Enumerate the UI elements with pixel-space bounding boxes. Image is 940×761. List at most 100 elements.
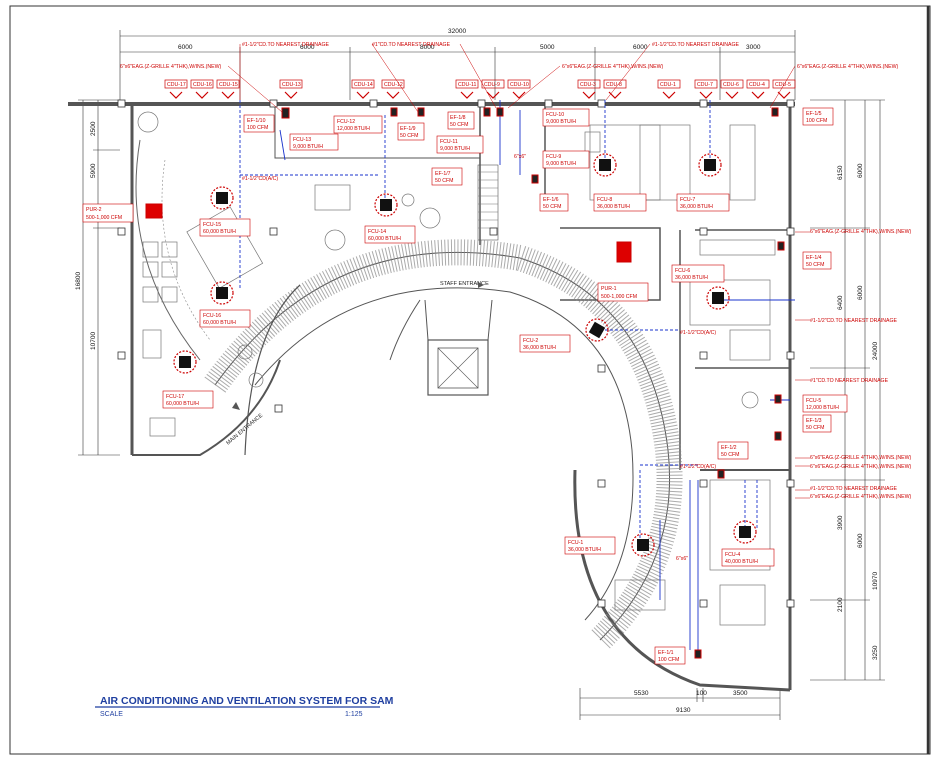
pur-2-symbol bbox=[145, 203, 163, 219]
scale-value: 1:125 bbox=[345, 711, 363, 718]
cdu-4: CDU-4 bbox=[746, 79, 770, 99]
svg-text:9,000 BTU/H: 9,000 BTU/H bbox=[440, 146, 470, 152]
svg-text:50 CFM: 50 CFM bbox=[400, 133, 418, 139]
svg-text:50 CFM: 50 CFM bbox=[435, 178, 453, 184]
fcu-2-symbol bbox=[585, 318, 609, 342]
svg-text:FCU-15: FCU-15 bbox=[203, 222, 221, 228]
svg-text:50 CFM: 50 CFM bbox=[721, 452, 739, 458]
fcu-1-symbol bbox=[631, 533, 655, 557]
svg-text:PUR-2: PUR-2 bbox=[86, 207, 102, 213]
dim-right-9: 2100 bbox=[837, 597, 844, 612]
svg-text:FCU-16: FCU-16 bbox=[203, 313, 221, 319]
dim-top-inner: 6000 bbox=[633, 44, 648, 51]
svg-text:9,000 BTU/H: 9,000 BTU/H bbox=[546, 161, 576, 167]
label-fcu-5: FCU-512,000 BTU/H bbox=[802, 394, 848, 413]
svg-text:FCU-2: FCU-2 bbox=[523, 338, 538, 344]
dim-left-3: 10700 bbox=[90, 332, 97, 350]
note-cd-ac-2: #1-1/2"CD(A/C) bbox=[680, 330, 716, 336]
dim-right-3: 6400 bbox=[837, 295, 844, 310]
svg-text:60,000 BTU/H: 60,000 BTU/H bbox=[368, 236, 401, 242]
svg-text:CDU-3: CDU-3 bbox=[580, 82, 596, 88]
svg-text:CDU-13: CDU-13 bbox=[282, 82, 301, 88]
label-ef-1-3: EF-1/350 CFM bbox=[802, 414, 832, 433]
svg-text:FCU-7: FCU-7 bbox=[680, 197, 695, 203]
svg-text:CDU-6: CDU-6 bbox=[723, 82, 739, 88]
label-fcu-7: FCU-736,000 BTU/H bbox=[676, 193, 730, 212]
dim-right-10: 3250 bbox=[872, 645, 879, 660]
svg-text:50 CFM: 50 CFM bbox=[806, 262, 824, 268]
fcu-6-symbol bbox=[706, 286, 730, 310]
label-fcu-2: FCU-236,000 BTU/H bbox=[519, 334, 571, 353]
dim-right-2: 6000 bbox=[857, 163, 864, 178]
label-pur-2: PUR-2500-1,000 CFM bbox=[82, 203, 134, 223]
svg-text:FCU-17: FCU-17 bbox=[166, 394, 184, 400]
cdu-units: CDU-17 CDU-16 CDU-15 CDU-13 CDU-14 CDU-1… bbox=[164, 79, 796, 99]
ef-1-4-symbol bbox=[777, 241, 785, 251]
svg-text:PUR-1: PUR-1 bbox=[601, 286, 617, 292]
dim-bottom-2: 100 bbox=[696, 690, 707, 697]
note-eag-r1: 6"x6"EAG.(Z-GRILLE 4"THK),W/INS.(NEW) bbox=[810, 229, 911, 235]
cdu-3: CDU-3 bbox=[577, 79, 601, 99]
dim-bottom-1: 5530 bbox=[634, 690, 649, 697]
cdu-17: CDU-17 bbox=[164, 79, 188, 99]
svg-text:EF-1/2: EF-1/2 bbox=[721, 445, 737, 451]
svg-text:CDU-9: CDU-9 bbox=[484, 82, 500, 88]
curved-ramp bbox=[204, 239, 683, 650]
ef-1-9-symbol bbox=[417, 107, 425, 117]
svg-text:EF-1/8: EF-1/8 bbox=[450, 115, 466, 121]
svg-text:CDU-16: CDU-16 bbox=[193, 82, 212, 88]
note-eag-r2: 6"x6"EAG.(Z-GRILLE 4"THK),W/INS.(NEW) bbox=[810, 455, 911, 461]
label-ef-1-2: EF-1/250 CFM bbox=[717, 441, 749, 460]
elevator-core bbox=[424, 299, 493, 396]
svg-text:CDU-10: CDU-10 bbox=[510, 82, 529, 88]
svg-text:CDU-12: CDU-12 bbox=[384, 82, 403, 88]
svg-text:EF-1/10: EF-1/10 bbox=[247, 118, 266, 124]
label-fcu-4: FCU-440,000 BTU/H bbox=[721, 548, 775, 567]
svg-text:FCU-9: FCU-9 bbox=[546, 154, 561, 160]
svg-text:CDU-7: CDU-7 bbox=[697, 82, 713, 88]
staff-entrance-arrow bbox=[478, 282, 484, 288]
svg-text:CDU-15: CDU-15 bbox=[219, 82, 238, 88]
svg-text:CDU-17: CDU-17 bbox=[167, 82, 186, 88]
dim-bottom-overall: 9130 bbox=[676, 707, 691, 714]
fcu-4-symbol bbox=[733, 520, 757, 544]
note-cd-ac-3: #1-1/2"CD(A/C) bbox=[680, 464, 716, 470]
dim-top-overall: 32000 bbox=[448, 28, 466, 35]
top-dimensions bbox=[119, 30, 796, 100]
fcu-11-symbol bbox=[496, 107, 504, 117]
svg-text:36,000 BTU/H: 36,000 BTU/H bbox=[568, 547, 601, 553]
note-drain-r3: #1-1/2"CD.TO NEAREST DRAINAGE bbox=[810, 486, 898, 492]
svg-text:FCU-14: FCU-14 bbox=[368, 229, 386, 235]
svg-text:EF-1/5: EF-1/5 bbox=[806, 111, 822, 117]
svg-text:EF-1/9: EF-1/9 bbox=[400, 126, 416, 132]
cdu-7: CDU-7 bbox=[694, 79, 718, 99]
svg-text:CDU-5: CDU-5 bbox=[775, 82, 791, 88]
svg-text:36,000 BTU/H: 36,000 BTU/H bbox=[680, 204, 713, 210]
svg-text:60,000 BTU/H: 60,000 BTU/H bbox=[166, 401, 199, 407]
svg-text:60,000 BTU/H: 60,000 BTU/H bbox=[203, 320, 236, 326]
sheet-border bbox=[9, 5, 931, 755]
cdu-5: CDU-5 bbox=[772, 79, 796, 99]
svg-text:EF-1/7: EF-1/7 bbox=[435, 171, 451, 177]
note-drain-top-1: #1-1/2"CD.TO NEAREST DRAINAGE bbox=[242, 42, 330, 48]
drawing-title: AIR CONDITIONING AND VENTILATION SYSTEM … bbox=[100, 695, 394, 707]
note-cd-ac-1: #1-1/2"CD(A/C) bbox=[242, 176, 278, 182]
cdu-15: CDU-15 bbox=[216, 79, 240, 99]
svg-text:9,000 BTU/H: 9,000 BTU/H bbox=[293, 144, 323, 150]
svg-text:50 CFM: 50 CFM bbox=[450, 122, 468, 128]
cdu-8: CDU-8 bbox=[603, 79, 627, 99]
dim-left-1: 2500 bbox=[90, 121, 97, 136]
svg-text:50 CFM: 50 CFM bbox=[543, 204, 561, 210]
dim-right-5: 24000 bbox=[872, 342, 879, 360]
cdu-1: CDU-1 bbox=[657, 79, 681, 99]
label-ef-1-4: EF-1/450 CFM bbox=[802, 251, 832, 270]
note-eag-mid: 6"x6"EAG.(Z-GRILLE 4"THK),W/INS.(NEW) bbox=[562, 64, 663, 70]
note-duct-2: 6"x6" bbox=[676, 556, 688, 562]
svg-text:EF-1/4: EF-1/4 bbox=[806, 255, 822, 261]
